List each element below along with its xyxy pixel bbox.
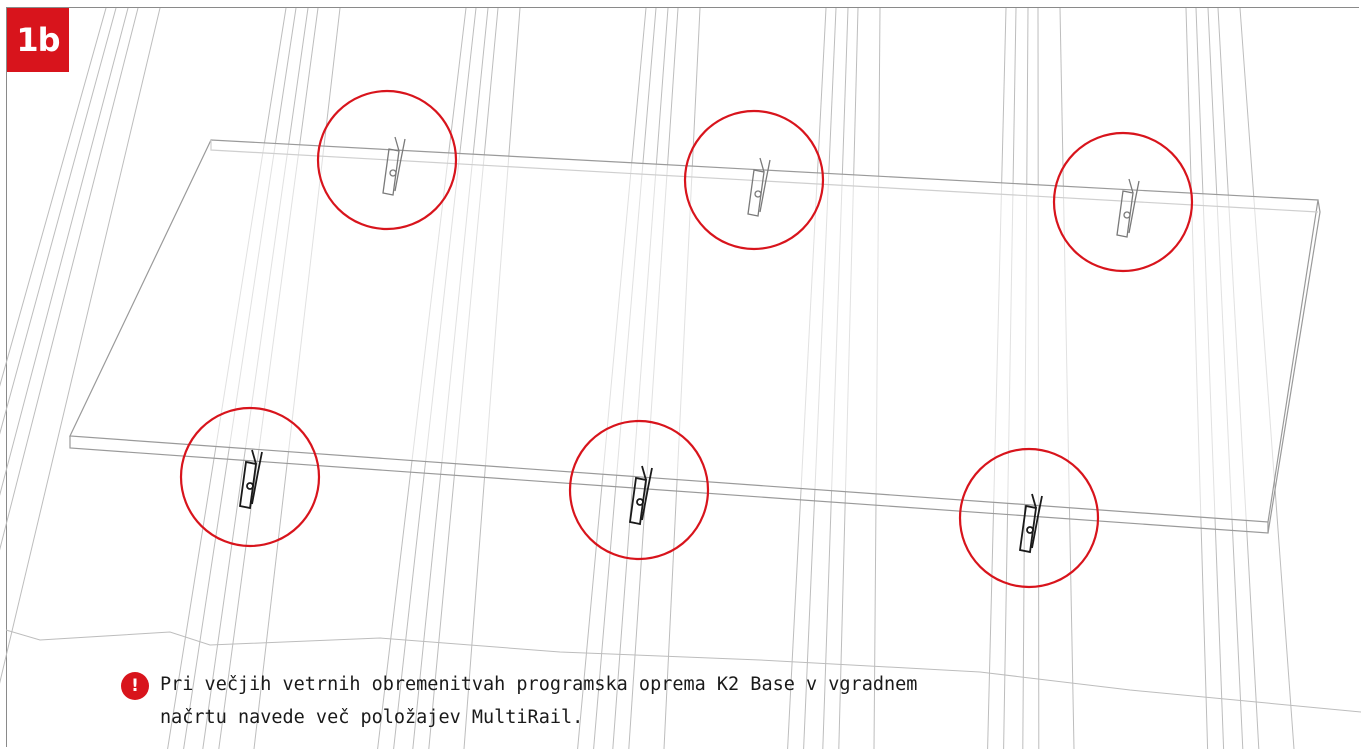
step-badge: 1b — [7, 8, 69, 72]
multirail-clamp — [747, 157, 771, 217]
multirail-clamp — [1116, 178, 1140, 238]
multirail-clamp — [1018, 493, 1043, 554]
highlight-circle — [316, 89, 458, 231]
roof-rib-line — [0, 7, 139, 551]
roof-eave-line — [5, 629, 1361, 713]
roof-rib-line — [0, 7, 117, 435]
roof-rib-line — [0, 7, 129, 496]
multirail-clamps — [238, 136, 1140, 554]
highlight-circle — [568, 419, 710, 561]
highlight-circle — [683, 109, 825, 251]
roof-rib-line — [0, 7, 161, 684]
multirail-clamp — [382, 136, 406, 196]
highlight-circles — [179, 89, 1194, 589]
multirail-clamp — [238, 449, 263, 510]
solar-panel-outline — [69, 139, 1321, 534]
highlight-circle — [179, 406, 321, 548]
roof-rib-line — [0, 7, 107, 387]
figure-frame — [6, 7, 1359, 747]
note-text: Pri večjih vetrnih obremenitvah programs… — [160, 674, 918, 728]
highlight-circle — [958, 447, 1100, 589]
multirail-clamp — [628, 465, 653, 526]
highlight-circle — [1052, 131, 1194, 273]
exclamation-icon: ! — [121, 672, 149, 700]
